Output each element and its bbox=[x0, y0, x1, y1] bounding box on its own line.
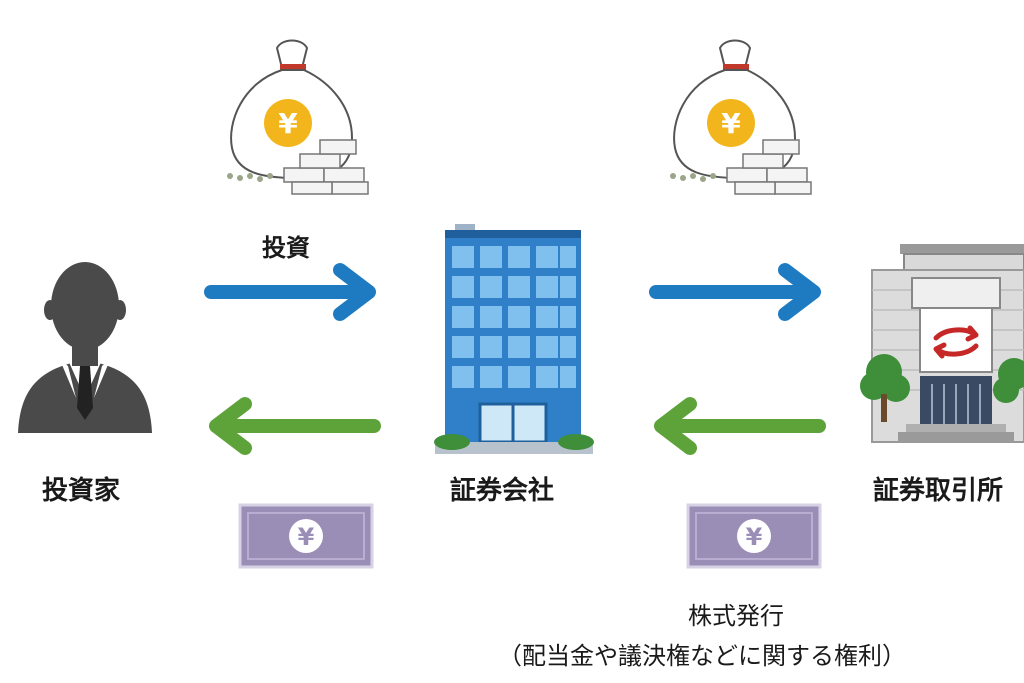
stock-issue-label: 株式発行 bbox=[688, 602, 784, 630]
stock-exchange-label: 証券取引所 bbox=[873, 476, 1004, 506]
svg-text:¥: ¥ bbox=[298, 523, 315, 551]
investor-label: 投資家 bbox=[42, 476, 121, 506]
money-bag-icon: ¥ bbox=[670, 39, 812, 195]
svg-text:¥: ¥ bbox=[721, 107, 741, 140]
funds-arrow-right bbox=[649, 263, 821, 321]
stock-arrow-left bbox=[654, 397, 826, 455]
svg-text:¥: ¥ bbox=[278, 107, 298, 140]
stock-exchange-building-icon bbox=[860, 244, 1024, 443]
money-bag-icon: ¥ bbox=[227, 39, 369, 195]
investor-person-icon bbox=[18, 262, 152, 433]
investment-label: 投資 bbox=[262, 234, 310, 262]
investment-arrow-right bbox=[204, 263, 376, 321]
stock-certificate-icon: ¥ bbox=[686, 503, 822, 569]
return-arrow-left bbox=[209, 397, 381, 455]
securities-company-label: 証券会社 bbox=[450, 476, 555, 506]
office-building-icon bbox=[434, 224, 594, 454]
rights-description-label: （配当金や議決権などに関する権利） bbox=[498, 642, 906, 670]
stock-certificate-icon: ¥ bbox=[238, 503, 374, 569]
svg-text:¥: ¥ bbox=[746, 523, 763, 551]
